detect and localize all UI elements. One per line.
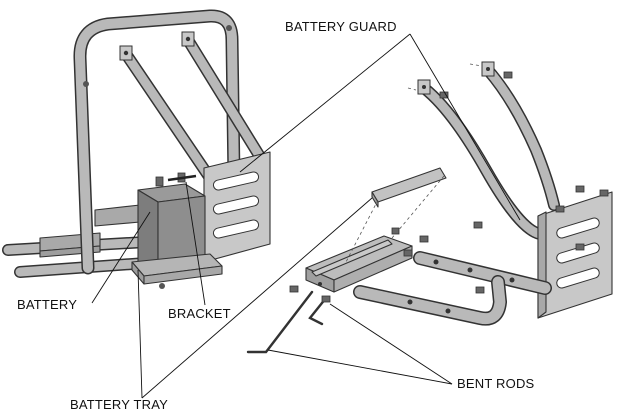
label-bracket: BRACKET: [168, 306, 231, 321]
bracket-exploded: [371, 167, 447, 208]
label-battery: BATTERY: [17, 297, 77, 312]
frame-bolt: [83, 81, 89, 87]
label-battery-guard: BATTERY GUARD: [285, 19, 397, 34]
bracket-assembled: [167, 174, 197, 182]
frame-bolt: [226, 25, 232, 31]
battery-tray-exploded: [305, 235, 413, 293]
exploded-view: [246, 61, 613, 354]
battery-guard-assembled: [119, 31, 271, 263]
battery-tray-assembled: [131, 253, 223, 289]
label-bent-rods: BENT RODS: [457, 376, 535, 391]
hardware: [289, 63, 609, 303]
assembled-view: [2, 9, 271, 289]
roll-frame: [73, 9, 241, 275]
label-battery-tray: BATTERY TRAY: [70, 397, 168, 412]
battery-guard-exploded: [417, 61, 613, 319]
bent-rods: [246, 290, 328, 354]
mounting-tubes: [353, 251, 552, 326]
leader-lines: [91, 33, 521, 399]
